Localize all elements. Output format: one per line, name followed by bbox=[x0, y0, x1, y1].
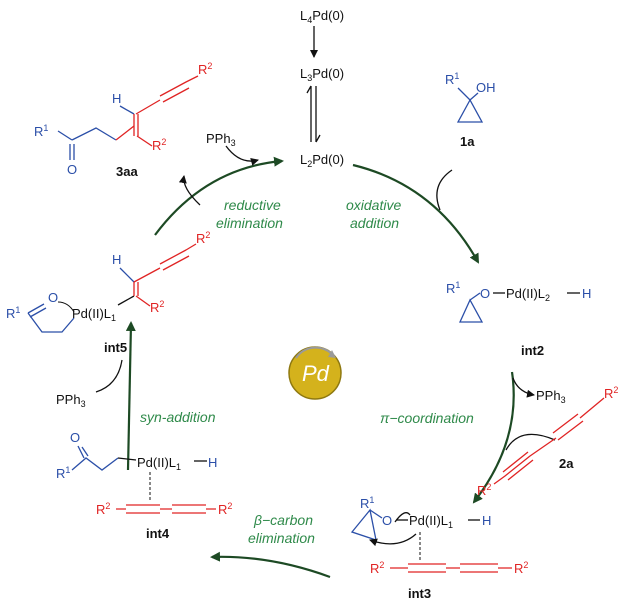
arrow-pph3-enter bbox=[95, 359, 123, 393]
arrow-2a-enter bbox=[505, 433, 556, 451]
svg-text:H: H bbox=[112, 91, 121, 106]
center-pd-arc-head bbox=[328, 350, 336, 358]
label-int3: int3 bbox=[408, 586, 431, 601]
svg-text:R2: R2 bbox=[196, 230, 210, 246]
svg-text:R2: R2 bbox=[198, 61, 212, 77]
svg-text:R2: R2 bbox=[514, 560, 528, 576]
svg-text:O: O bbox=[480, 286, 490, 301]
label-3aa: 3aa bbox=[116, 164, 138, 179]
step-beta-2: elimination bbox=[248, 530, 315, 546]
svg-text:O: O bbox=[70, 430, 80, 445]
svg-text:R2: R2 bbox=[218, 501, 232, 517]
arrow-reductive-elimination bbox=[154, 156, 284, 236]
svg-text:R2: R2 bbox=[152, 137, 166, 153]
arrow-pph3-leave bbox=[512, 377, 535, 398]
center-pd-text: Pd bbox=[302, 361, 330, 386]
svg-text:Pd(II)L2: Pd(II)L2 bbox=[506, 286, 550, 303]
svg-text:R1: R1 bbox=[445, 71, 459, 87]
svg-text:R2: R2 bbox=[96, 501, 110, 517]
label-int2: int2 bbox=[521, 343, 544, 358]
equilibrium-arrow-down bbox=[315, 86, 321, 143]
compound-int5: R1 O Pd(II)L1 H R2 R2 bbox=[6, 230, 210, 333]
label-1a: 1a bbox=[460, 134, 475, 149]
svg-text:H: H bbox=[208, 455, 217, 470]
svg-text:OH: OH bbox=[476, 80, 496, 95]
compound-1a: R1 OH bbox=[445, 71, 496, 123]
svg-text:R1: R1 bbox=[34, 123, 48, 139]
svg-text:R2: R2 bbox=[604, 385, 618, 401]
step-reductive-1: reductive bbox=[224, 197, 281, 213]
arrow-pi-coordination bbox=[472, 371, 515, 504]
svg-text:R1: R1 bbox=[56, 465, 70, 481]
svg-text:H: H bbox=[582, 286, 591, 301]
arrow-pph3-enter-reductive bbox=[225, 145, 259, 166]
pph3-reductive: PPh3 bbox=[206, 131, 236, 148]
svg-text:R1: R1 bbox=[446, 280, 460, 296]
svg-text:R2: R2 bbox=[370, 560, 384, 576]
step-oxidative-1: oxidative bbox=[346, 197, 401, 213]
svg-text:O: O bbox=[67, 162, 77, 177]
svg-text:Pd(II)L1: Pd(II)L1 bbox=[72, 306, 116, 323]
equilibrium-arrow-up bbox=[306, 85, 312, 142]
l2pd0-label: L2Pd(0) bbox=[300, 152, 344, 169]
compound-int4: O R1 Pd(II)L1 H R2 R2 bbox=[56, 430, 232, 517]
label-2a: 2a bbox=[559, 456, 574, 471]
step-beta-1: β−carbon bbox=[253, 512, 313, 528]
center-pd-cycle-arc bbox=[295, 346, 333, 359]
l3pd0-label: L3Pd(0) bbox=[300, 66, 344, 83]
step-pi-coordination: π−coordination bbox=[380, 410, 474, 426]
label-int4: int4 bbox=[146, 526, 170, 541]
compound-int3: R1 O Pd(II)L1 H R2 R2 bbox=[350, 495, 528, 576]
arrow-syn-addition bbox=[125, 321, 136, 471]
arrow-1a-enter bbox=[436, 169, 453, 211]
svg-text:R2: R2 bbox=[150, 299, 164, 315]
compound-int2: R1 O Pd(II)L2 H bbox=[446, 280, 591, 323]
svg-text:Pd(II)L1: Pd(II)L1 bbox=[409, 513, 453, 530]
svg-text:R1: R1 bbox=[360, 495, 374, 511]
compound-3aa: R1 O H R2 R2 bbox=[34, 61, 212, 177]
svg-text:H: H bbox=[482, 513, 491, 528]
svg-text:H: H bbox=[112, 252, 121, 267]
label-int5: int5 bbox=[104, 340, 127, 355]
step-syn-addition: syn-addition bbox=[140, 409, 216, 425]
svg-text:R2: R2 bbox=[477, 482, 491, 498]
svg-text:R1: R1 bbox=[6, 305, 20, 321]
pph3-leaving: PPh3 bbox=[536, 388, 566, 405]
l4pd0-label: L4Pd(0) bbox=[300, 8, 344, 25]
step-reductive-2: elimination bbox=[216, 215, 283, 231]
compound-2a: R2 R2 bbox=[477, 385, 618, 498]
svg-text:Pd(II)L1: Pd(II)L1 bbox=[137, 455, 181, 472]
step-oxidative-2: addition bbox=[350, 215, 399, 231]
arrow-oxidative-addition bbox=[352, 163, 479, 264]
svg-text:O: O bbox=[382, 513, 392, 528]
pph3-entering: PPh3 bbox=[56, 392, 86, 409]
arrow-product-leave bbox=[178, 175, 201, 206]
svg-text:O: O bbox=[48, 290, 58, 305]
arrow-beta-carbon-elimination bbox=[210, 551, 331, 579]
